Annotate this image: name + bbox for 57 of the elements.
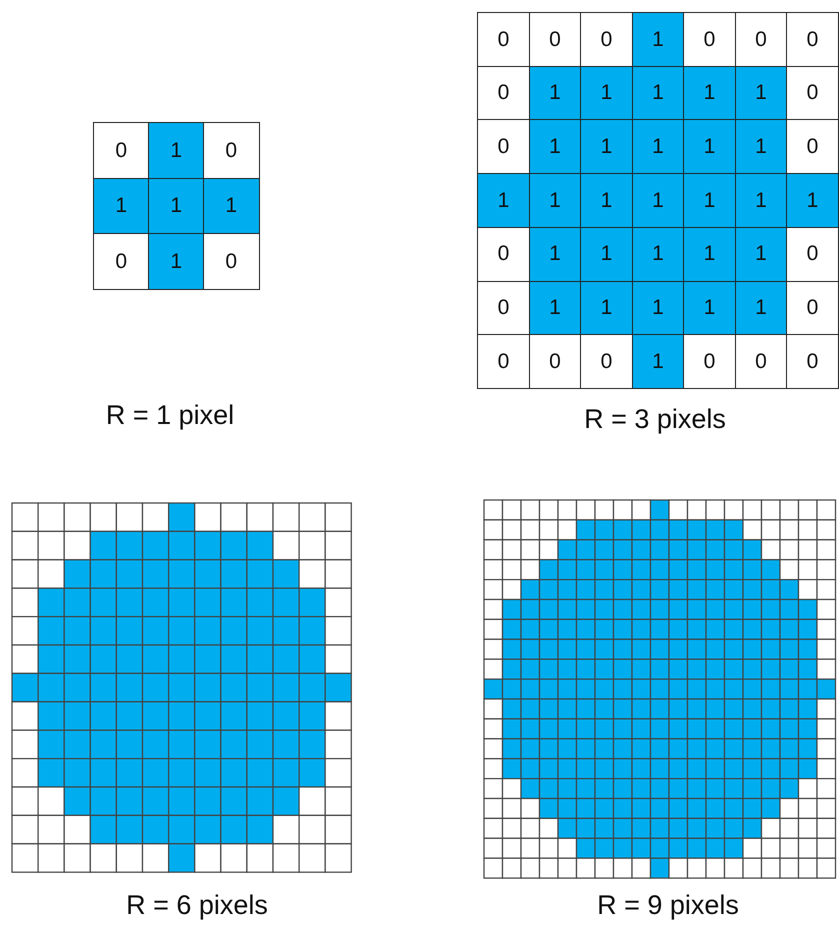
matrix-cell: 1 — [734, 66, 788, 121]
matrix-cell: 1 — [683, 66, 736, 121]
matrix-cell: 0 — [734, 334, 788, 390]
matrix-cell: 0 — [203, 122, 260, 179]
matrix-cell: 0 — [580, 12, 633, 68]
matrix-cell: 1 — [734, 173, 788, 228]
matrix-cell: 1 — [528, 119, 582, 175]
matrix-cell: 1 — [632, 226, 684, 282]
matrix-cell: 1 — [148, 233, 204, 290]
matrix-cell: 1 — [93, 178, 150, 234]
matrix-cell: 1 — [632, 173, 684, 228]
matrix-cell: 1 — [683, 119, 736, 175]
matrix-cell: 1 — [528, 173, 582, 228]
matrix-cell: 0 — [786, 119, 839, 175]
matrix-cell: 0 — [683, 12, 736, 68]
matrix-cell: 0 — [477, 334, 530, 390]
matrix-cell: 1 — [580, 280, 633, 336]
matrix-cell: 1 — [580, 66, 633, 121]
matrix-cell: 0 — [786, 226, 839, 282]
matrix-cell: 1 — [580, 119, 633, 175]
matrix-cell: 0 — [93, 122, 150, 179]
matrix-cell: 0 — [528, 334, 582, 390]
matrix-cell: 0 — [786, 280, 839, 336]
matrix-cell: 1 — [632, 66, 684, 121]
matrix-cell: 1 — [477, 173, 530, 228]
matrix-cell: 1 — [683, 280, 736, 336]
matrix-cell: 0 — [93, 233, 150, 290]
radius-caption: R = 9 pixels — [597, 890, 739, 921]
matrix-cell: 1 — [528, 280, 582, 336]
matrix-cell: 1 — [632, 12, 684, 68]
matrix-cell: 1 — [632, 280, 684, 336]
matrix-cell: 0 — [786, 66, 839, 121]
matrix-cell: 1 — [683, 173, 736, 228]
matrix-cell: 0 — [203, 233, 260, 290]
matrix-cell: 0 — [580, 334, 633, 390]
matrix-cell: 0 — [786, 334, 839, 390]
matrix-cell: 0 — [683, 334, 736, 390]
matrix-cell: 1 — [580, 226, 633, 282]
matrix-cell: 1 — [734, 226, 788, 282]
matrix-cell: 0 — [786, 12, 839, 68]
radius-caption: R = 1 pixel — [106, 400, 234, 431]
matrix-cell: 1 — [528, 66, 582, 121]
matrix-cell: 1 — [632, 334, 684, 390]
matrix-cell: 1 — [632, 119, 684, 175]
matrix-cell: 0 — [477, 12, 530, 68]
matrix-cell: 1 — [528, 226, 582, 282]
matrix-cell: 1 — [148, 178, 204, 234]
matrix-cell: 1 — [734, 280, 788, 336]
matrix-cell: 1 — [580, 173, 633, 228]
matrix-cell: 1 — [734, 119, 788, 175]
matrix-cell: 1 — [148, 122, 204, 179]
matrix-cell: 1 — [683, 226, 736, 282]
radius-caption: R = 6 pixels — [126, 890, 268, 921]
radius-caption: R = 3 pixels — [584, 404, 726, 435]
matrix-cell: 1 — [203, 178, 260, 234]
matrix-cell: 0 — [477, 119, 530, 175]
matrix-cell: 1 — [786, 173, 839, 228]
